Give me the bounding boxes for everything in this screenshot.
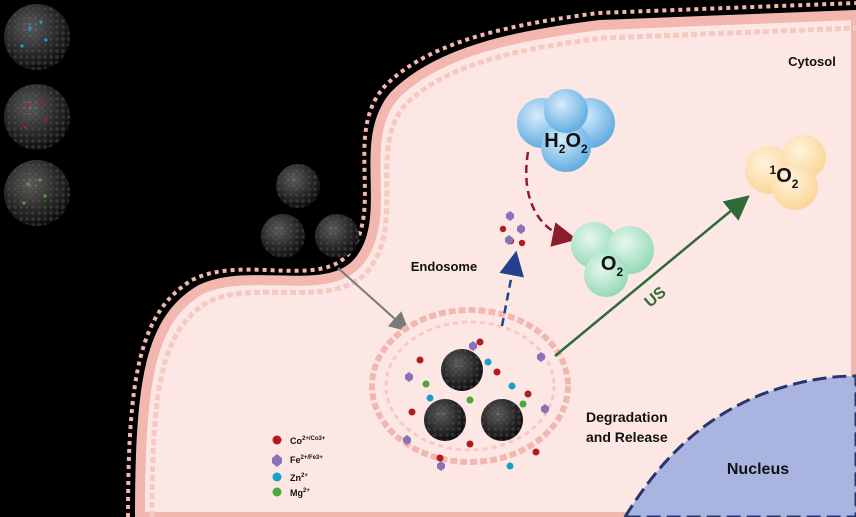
h2o2-bubble <box>517 89 615 172</box>
singlet-o2-label: 1O2 <box>770 163 799 191</box>
entering-nanoparticles <box>261 164 359 258</box>
legend-zn-marker <box>272 472 282 482</box>
legend-mg-marker <box>272 487 282 497</box>
endosome-label: Endosome <box>411 259 477 274</box>
cell-membrane-inner <box>149 25 856 517</box>
release-arrow <box>499 250 524 327</box>
us-arrow <box>554 195 750 357</box>
nucleus <box>623 374 856 517</box>
degradation-label-line1: Degradation <box>586 409 668 425</box>
nucleus-label: Nucleus <box>727 461 789 478</box>
cytosol-label: Cytosol <box>788 54 836 69</box>
legend-co-marker <box>272 435 282 445</box>
legend-co-label: Co2+/Co3+ <box>290 436 326 446</box>
cell-body <box>134 9 856 517</box>
nanoparticle-zn <box>4 4 70 70</box>
h2o2-to-o2-arrow <box>525 151 578 247</box>
degradation-label-line2: and Release <box>586 429 668 445</box>
endosome <box>369 307 571 471</box>
cell-membrane-outer <box>126 1 856 517</box>
uptake-arrow <box>337 267 410 333</box>
o2-label: O2 <box>601 253 624 279</box>
released-ions <box>499 211 526 247</box>
legend: Co2+/Co3+ Fe2+/Fe3+ Zn2+ Mg2+ <box>272 435 326 498</box>
legend-fe-marker <box>272 454 282 467</box>
legend-zn-label: Zn2+ <box>290 473 308 483</box>
nanoparticle-mg <box>4 160 70 226</box>
o2-bubble <box>571 222 654 297</box>
singlet-o2-bubble <box>745 135 826 210</box>
legend-fe-label: Fe2+/Fe3+ <box>290 455 323 465</box>
nanoparticle-co <box>4 84 70 150</box>
legend-mg-label: Mg2+ <box>290 488 310 498</box>
h2o2-label: H2O2 <box>544 130 588 156</box>
